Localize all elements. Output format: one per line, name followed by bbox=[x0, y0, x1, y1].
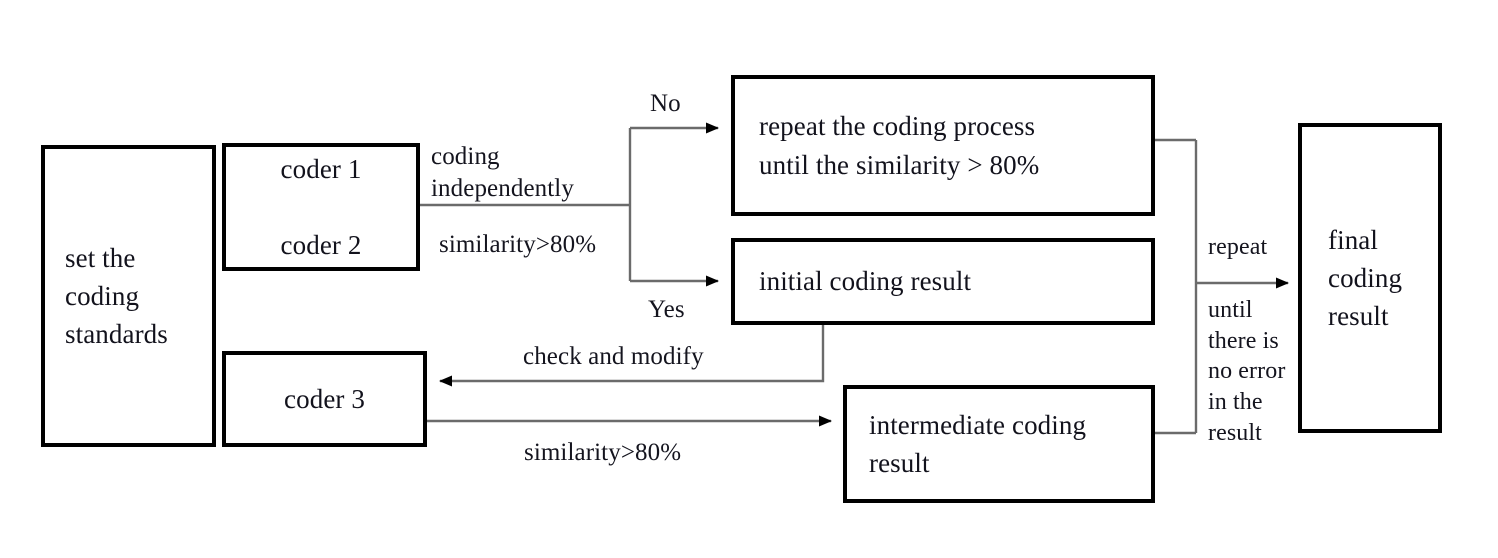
edge-label-branch-yes: Yes bbox=[648, 296, 685, 323]
node-coder-3[interactable]: coder 3 bbox=[222, 351, 427, 447]
node-label: coder 1 coder 2 bbox=[280, 153, 362, 261]
node-repeat-coding-process[interactable]: repeat the coding process until the simi… bbox=[731, 75, 1155, 216]
edge-label-repeat: repeat bbox=[1208, 234, 1268, 260]
node-set-coding-standards[interactable]: set the coding standards bbox=[41, 145, 216, 447]
node-final-coding-result[interactable]: final coding result bbox=[1298, 123, 1442, 433]
edge-label-until-no-error: until there is no error in the result bbox=[1208, 297, 1286, 446]
node-initial-coding-result[interactable]: initial coding result bbox=[731, 238, 1155, 325]
node-label: intermediate coding result bbox=[869, 409, 1087, 478]
wire-check-and-modify bbox=[439, 325, 825, 387]
node-label: set the coding standards bbox=[65, 242, 168, 350]
node-label: repeat the coding process until the simi… bbox=[759, 111, 1040, 180]
node-label: coder 3 bbox=[284, 383, 365, 414]
edge-label-check-and-modify: check and modify bbox=[523, 343, 704, 370]
node-coder-1-coder-2[interactable]: coder 1 coder 2 bbox=[222, 143, 420, 271]
node-label: final coding result bbox=[1328, 224, 1403, 332]
edge-label-similarity-top: similarity>80% bbox=[439, 231, 597, 258]
edge-label-coding-independently: coding independently bbox=[431, 143, 574, 202]
edge-label-branch-no: No bbox=[650, 90, 681, 117]
node-label: initial coding result bbox=[759, 266, 972, 297]
edge-label-similarity-bottom: similarity>80% bbox=[524, 439, 682, 466]
node-intermediate-coding-result[interactable]: intermediate coding result bbox=[843, 385, 1155, 503]
